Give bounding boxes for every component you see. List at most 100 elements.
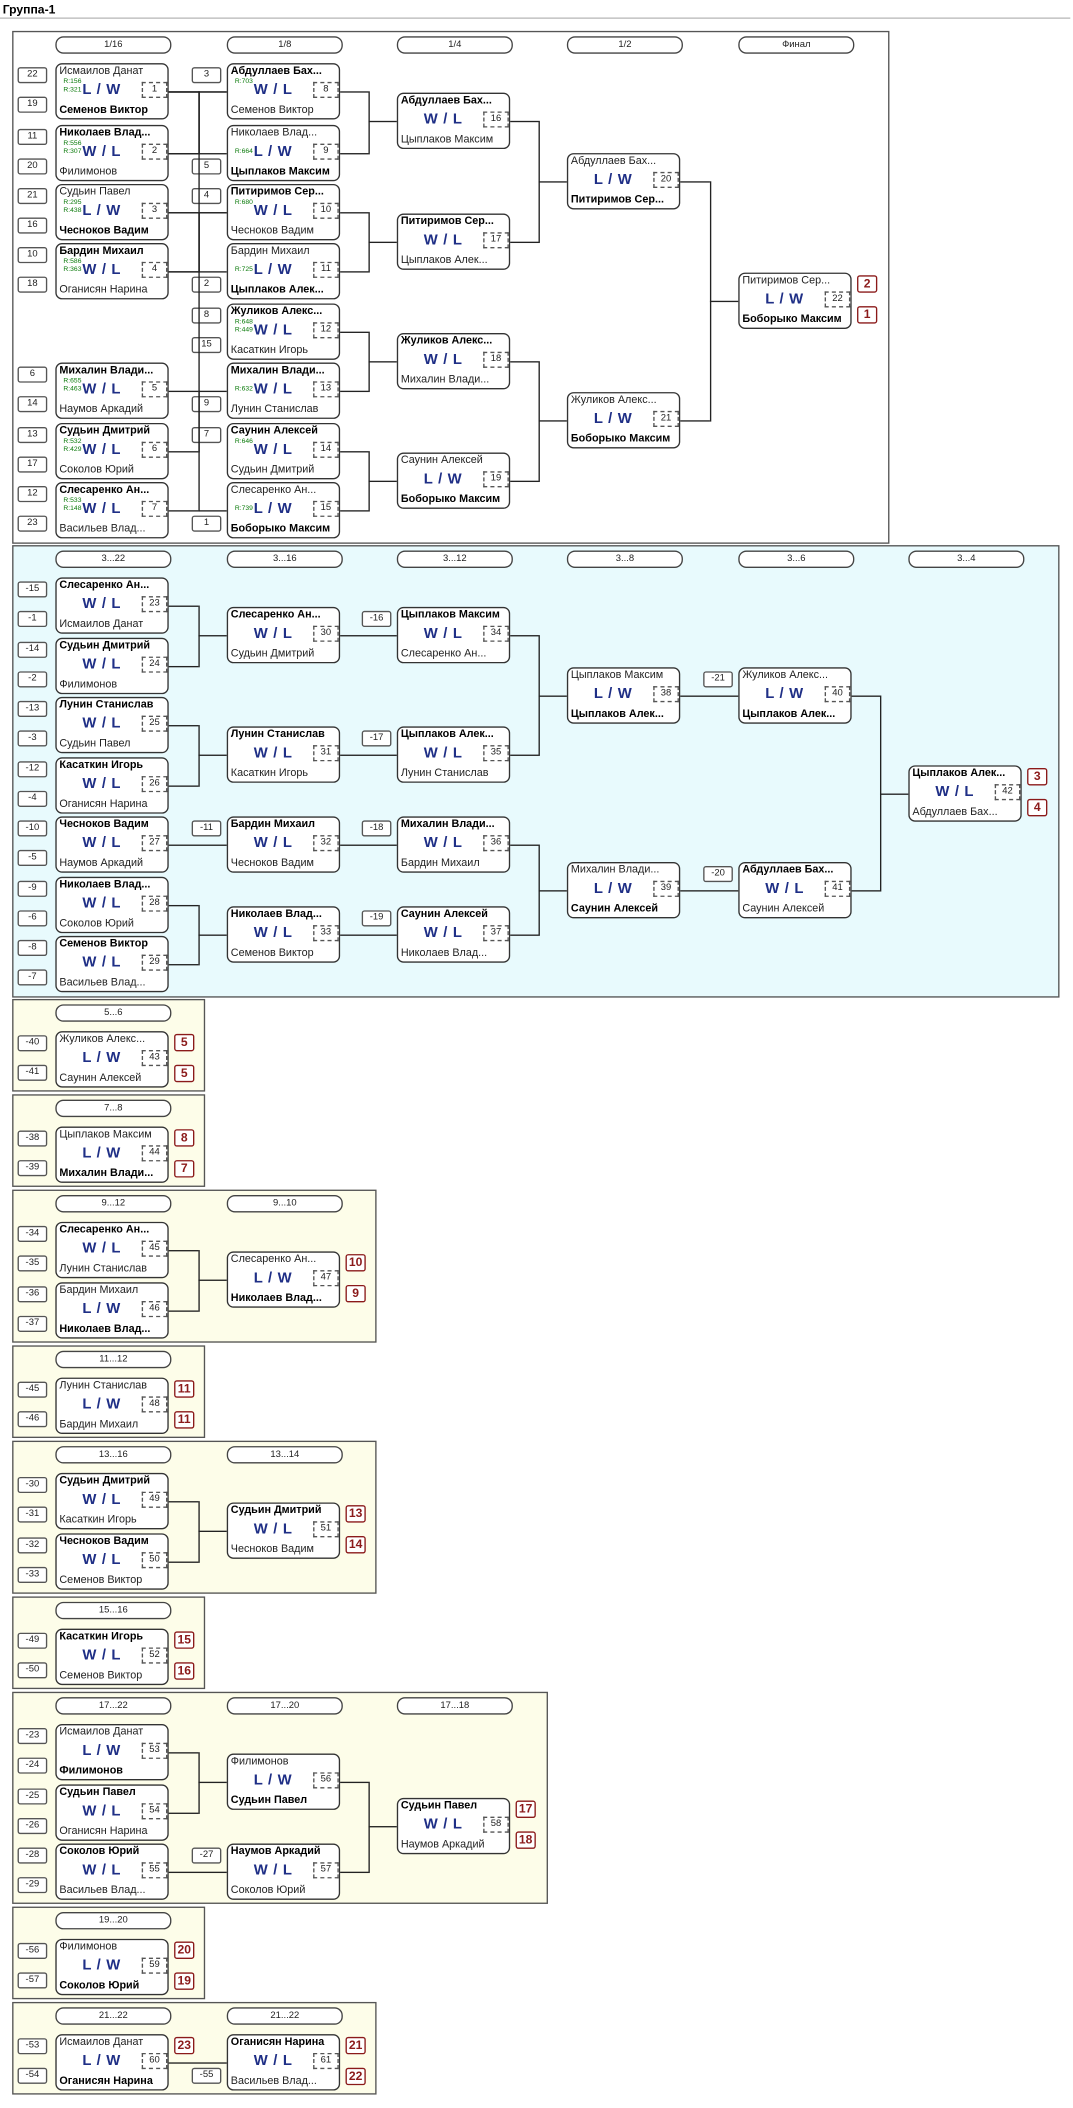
player-top[interactable]: Жуликов Алекс...	[570, 393, 657, 406]
result-toggle[interactable]: W / L	[82, 1240, 122, 1257]
result-toggle[interactable]: W / L	[253, 2052, 293, 2070]
player-top[interactable]: Николаев Влад...	[59, 878, 151, 891]
player-top[interactable]: Оганисян Нарина	[230, 2035, 325, 2048]
result-toggle[interactable]: W / L	[82, 596, 122, 613]
player-bottom[interactable]: Судьин Павел	[230, 1793, 308, 1806]
player-bottom[interactable]: Васильев Влад...	[230, 2074, 317, 2087]
player-bottom[interactable]: Чесноков Вадим	[230, 224, 314, 237]
player-top[interactable]: Слесаренко Ан...	[59, 1223, 150, 1236]
player-top[interactable]: Жуликов Алекс...	[742, 668, 829, 681]
player-bottom[interactable]: Соколов Юрий	[59, 463, 134, 476]
result-toggle[interactable]: W / L	[82, 835, 122, 852]
player-bottom[interactable]: Михалин Влади...	[59, 1166, 154, 1179]
player-top[interactable]: Абдуллаев Бах...	[230, 64, 322, 77]
player-bottom[interactable]: Питиримов Сер...	[570, 193, 664, 206]
result-toggle[interactable]: W / L	[253, 925, 293, 942]
player-top[interactable]: Михалин Влади...	[400, 817, 495, 830]
player-top[interactable]: Питиримов Сер...	[400, 214, 494, 227]
result-toggle[interactable]: L / W	[82, 1396, 121, 1413]
player-top[interactable]: Лунин Станислав	[230, 727, 325, 740]
result-toggle[interactable]: W / L	[423, 745, 463, 762]
player-top[interactable]: Филимонов	[59, 1940, 118, 1953]
player-bottom[interactable]: Саунин Алексей	[570, 902, 658, 915]
player-bottom[interactable]: Цыплаков Алек...	[230, 283, 324, 296]
player-top[interactable]: Цыплаков Алек...	[400, 727, 494, 740]
result-toggle[interactable]: W / L	[423, 835, 463, 852]
player-top[interactable]: Слесаренко Ан...	[230, 483, 317, 496]
player-bottom[interactable]: Чесноков Вадим	[230, 1542, 314, 1555]
player-top[interactable]: Слесаренко Ан...	[230, 1252, 317, 1265]
player-bottom[interactable]: Соколов Юрий	[230, 1883, 306, 1896]
player-bottom[interactable]: Саунин Алексей	[59, 1071, 142, 1084]
result-toggle[interactable]: L / W	[82, 81, 121, 99]
result-toggle[interactable]: L / W	[82, 1049, 121, 1067]
player-bottom[interactable]: Цыплаков Максим	[400, 132, 494, 146]
player-top[interactable]: Судьин Павел	[59, 185, 131, 198]
result-toggle[interactable]: W / L	[423, 1816, 463, 1833]
player-top[interactable]: Питиримов Сер...	[230, 185, 324, 198]
player-top[interactable]: Цыплаков Максим	[400, 608, 500, 621]
result-toggle[interactable]: W / L	[82, 381, 122, 398]
result-toggle[interactable]: L / W	[82, 1145, 121, 1162]
player-top[interactable]: Наумов Аркадий	[230, 1844, 321, 1857]
player-top[interactable]: Исмаилов Данат	[59, 64, 144, 77]
result-toggle[interactable]: W / L	[82, 1803, 122, 1820]
player-top[interactable]: Судьин Дмитрий	[59, 1474, 151, 1487]
result-toggle[interactable]: L / W	[82, 2052, 121, 2070]
player-bottom[interactable]: Цыплаков Алек...	[400, 253, 488, 266]
player-bottom[interactable]: Филимонов	[59, 165, 118, 178]
result-toggle[interactable]: L / W	[593, 410, 633, 427]
result-toggle[interactable]: W / L	[82, 500, 122, 517]
result-toggle[interactable]: W / L	[82, 143, 122, 160]
player-bottom[interactable]: Исмаилов Данат	[59, 617, 144, 630]
player-top[interactable]: Касаткин Игорь	[59, 1630, 144, 1643]
player-top[interactable]: Чесноков Вадим	[59, 1534, 149, 1547]
player-bottom[interactable]: Оганисян Нарина	[59, 797, 148, 810]
result-toggle[interactable]: L / W	[765, 291, 804, 308]
player-top[interactable]: Михалин Влади...	[59, 363, 154, 376]
player-bottom[interactable]: Наумов Аркадий	[59, 856, 144, 869]
player-top[interactable]: Саунин Алексей	[400, 453, 483, 466]
player-bottom[interactable]: Боборыко Максим	[230, 522, 331, 535]
player-bottom[interactable]: Касаткин Игорь	[230, 766, 309, 779]
player-bottom[interactable]: Васильев Влад...	[59, 1883, 146, 1896]
result-toggle[interactable]: W / L	[423, 625, 463, 642]
result-toggle[interactable]: W / L	[82, 1491, 122, 1508]
player-bottom[interactable]: Судьин Павел	[59, 737, 131, 750]
result-toggle[interactable]: W / L	[253, 625, 293, 642]
player-top[interactable]: Цыплаков Максим	[570, 668, 664, 681]
player-bottom[interactable]: Боборыко Максим	[570, 432, 671, 445]
player-top[interactable]: Слесаренко Ан...	[230, 608, 321, 621]
result-toggle[interactable]: L / W	[253, 143, 293, 160]
result-toggle[interactable]: W / L	[82, 656, 122, 673]
result-toggle[interactable]: W / L	[82, 1647, 122, 1664]
player-bottom[interactable]: Оганисян Нарина	[59, 1824, 148, 1837]
player-bottom[interactable]: Васильев Влад...	[59, 976, 146, 989]
player-top[interactable]: Соколов Юрий	[59, 1844, 140, 1857]
